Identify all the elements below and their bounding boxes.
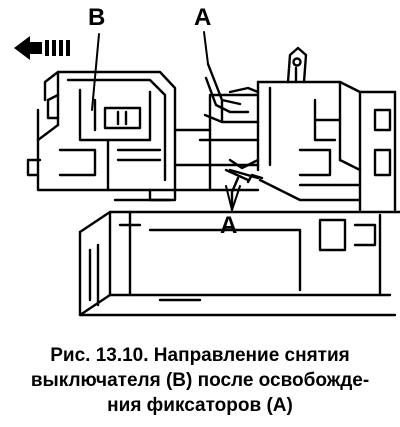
callout-label-a-top: A — [194, 4, 212, 31]
figure-caption: Рис. 13.10. Направление снятия выключате… — [0, 343, 400, 418]
technical-illustration: B A A — [14, 4, 400, 317]
right-housing — [256, 46, 397, 212]
latch-clip-top — [203, 62, 260, 124]
main-housing — [78, 210, 400, 317]
switch-b — [26, 70, 177, 202]
callout-label-a-bottom: A — [220, 212, 238, 239]
leader-lines — [91, 31, 241, 211]
caption-line-1: Рис. 13.10. Направление снятия — [50, 345, 350, 366]
latch-clip-bottom — [224, 158, 264, 208]
callout-label-b: B — [88, 4, 106, 31]
arrow-left-icon — [14, 36, 70, 60]
middle-body — [113, 93, 260, 202]
caption-line-2: выключателя (B) после освобожде- — [30, 370, 370, 391]
caption-line-3: ния фиксаторов (A) — [107, 395, 293, 416]
